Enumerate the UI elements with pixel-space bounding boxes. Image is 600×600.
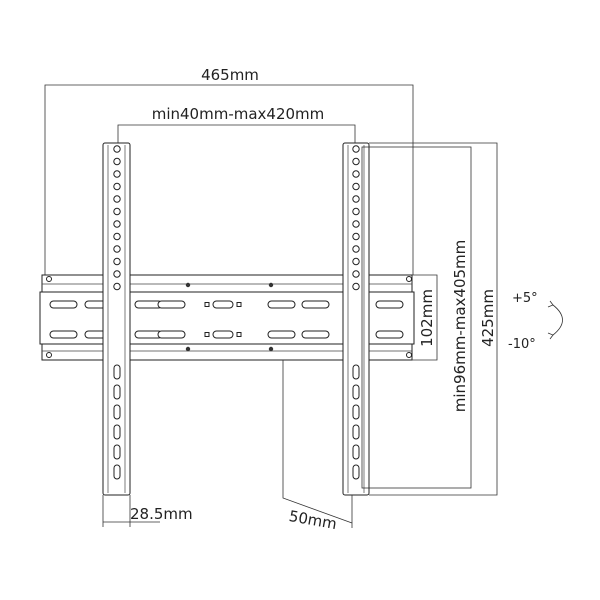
tilt-up-label: +5° [512, 291, 538, 306]
mount-slot [113, 424, 121, 440]
mount-slot [113, 444, 121, 460]
mount-slot [113, 384, 121, 400]
plate-slot [157, 300, 186, 309]
arm-width-label: 28.5mm [130, 505, 193, 523]
mount-hole [113, 207, 121, 216]
mount-hole [113, 145, 121, 153]
mount-hole [113, 182, 121, 191]
plate-slot [301, 300, 330, 309]
wall-distance-dimension: 50mm [282, 360, 353, 533]
tilt-indicator: +5° -10° [508, 291, 563, 352]
screw [268, 282, 274, 288]
mount-hole [352, 220, 360, 228]
overall-width-dimension: 465mm [44, 66, 414, 275]
plate-slot [204, 332, 210, 337]
tilt-arrow-icon [552, 304, 563, 336]
mount-hole [352, 182, 360, 191]
mount-hole [352, 157, 360, 166]
plate-slot [301, 330, 330, 339]
mount-slot [352, 464, 360, 480]
mount-hole [113, 282, 121, 291]
screw [185, 346, 191, 352]
mount-hole [352, 170, 360, 178]
plate-slot [375, 330, 404, 339]
mount-hole [113, 232, 121, 241]
mount-slot [113, 464, 121, 480]
mount-hole [352, 195, 360, 203]
mount-slot [352, 384, 360, 400]
arm-width-dimension: 28.5mm [102, 495, 193, 527]
plate-slot [204, 302, 210, 307]
wall-distance-label: 50mm [288, 507, 339, 533]
mount-hole [113, 220, 121, 228]
left-arm [102, 142, 131, 496]
mount-slot [352, 424, 360, 440]
plate-slot [267, 330, 296, 339]
mount-hole [352, 232, 360, 241]
mount-hole [352, 282, 360, 291]
plate-slot [236, 332, 242, 337]
mount-hole [113, 157, 121, 166]
right-arm [342, 142, 370, 496]
mount-hole [352, 257, 360, 266]
mount-hole [113, 245, 121, 253]
mount-hole [113, 195, 121, 203]
mount-hole [352, 207, 360, 216]
plate-slot [236, 302, 242, 307]
mount-slot [352, 404, 360, 420]
mount-hole [352, 145, 360, 153]
mount-hole [113, 257, 121, 266]
vesa-vertical-dimension: min96mm-max405mm [361, 146, 472, 489]
vesa-horizontal-dimension: min40mm-max420mm [117, 105, 356, 148]
vesa-horizontal-label: min40mm-max420mm [152, 105, 325, 123]
mount-hole [352, 245, 360, 253]
mount-hole [113, 270, 121, 278]
overall-width-label: 465mm [201, 66, 259, 84]
screw [268, 346, 274, 352]
plate-slot [212, 330, 234, 339]
vesa-vertical-label: min96mm-max405mm [451, 240, 469, 413]
plate-slot [375, 300, 404, 309]
mount-hole [113, 170, 121, 178]
plate-height-label: 102mm [418, 289, 436, 347]
plate-slot [49, 330, 78, 339]
overall-height-dimension: 425mm [369, 142, 498, 496]
plate-slot [212, 300, 234, 309]
mount-slot [113, 404, 121, 420]
plate-slot [49, 300, 78, 309]
screw [185, 282, 191, 288]
plate-slot [157, 330, 186, 339]
mount-slot [352, 364, 360, 380]
plate-height-dimension: 102mm [412, 274, 438, 361]
mount-slot [113, 364, 121, 380]
mount-slot [352, 444, 360, 460]
mount-hole [352, 270, 360, 278]
tilt-down-label: -10° [508, 337, 536, 352]
overall-height-label: 425mm [479, 289, 497, 347]
plate-slot [267, 300, 296, 309]
